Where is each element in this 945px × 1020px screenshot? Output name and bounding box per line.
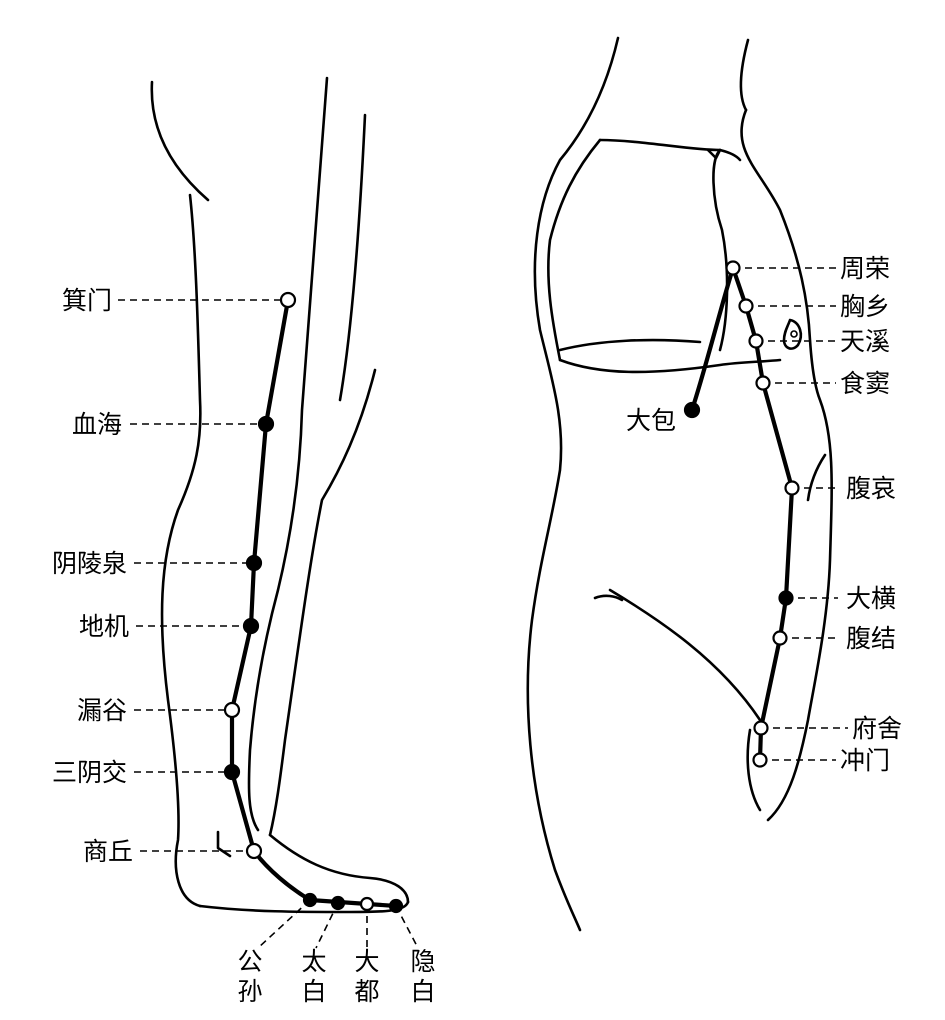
foot-top-outline bbox=[268, 833, 410, 904]
fujie-label: 腹结 bbox=[846, 624, 896, 653]
thigh-front-line bbox=[338, 113, 367, 402]
chongmen-point[interactable] bbox=[752, 752, 768, 768]
chest-front-outline bbox=[740, 108, 833, 822]
dabao-point[interactable] bbox=[683, 401, 701, 419]
leg-leaders bbox=[118, 299, 419, 949]
flank-crease bbox=[593, 594, 624, 602]
jimen-point[interactable] bbox=[279, 291, 297, 309]
xuehai-label: 血海 bbox=[72, 410, 122, 439]
gongsun-label-1: 公 bbox=[237, 947, 262, 976]
tianxi-label: 天溪 bbox=[840, 327, 890, 356]
fushe-point[interactable] bbox=[753, 720, 769, 736]
gongsun-point[interactable] bbox=[302, 892, 318, 908]
diji-label: 地机 bbox=[79, 612, 129, 641]
leg-back-outline bbox=[160, 193, 202, 908]
torso-meridian-line bbox=[689, 265, 795, 763]
yinbai-point[interactable] bbox=[388, 898, 404, 914]
daheng-point[interactable] bbox=[778, 590, 794, 606]
diji-point[interactable] bbox=[242, 617, 260, 635]
daheng-label: 大横 bbox=[846, 584, 896, 613]
zhourong-label: 周荣 bbox=[840, 254, 890, 283]
xuehai-point[interactable] bbox=[257, 415, 275, 433]
shangqiu-point[interactable] bbox=[245, 842, 263, 860]
xiongxiang-point[interactable] bbox=[738, 298, 754, 314]
yinlingquan-label: 阴陵泉 bbox=[52, 549, 127, 578]
leg-labels: 箕门 血海 阴陵泉 地机 漏谷 三阴交 商丘 公 孙 太 白 大 都 隐 白 bbox=[52, 286, 436, 1006]
armpit-line bbox=[558, 338, 702, 352]
taibai-point[interactable] bbox=[330, 895, 346, 911]
chongmen-label: 冲门 bbox=[840, 746, 890, 775]
yinlingquan-point[interactable] bbox=[245, 554, 263, 572]
arm-cut-outline bbox=[558, 358, 782, 374]
yinbai-label-1: 隐 bbox=[410, 947, 435, 976]
fuai-label: 腹哀 bbox=[846, 474, 896, 503]
leg-shin-outline bbox=[268, 368, 377, 837]
leg-meridian-line bbox=[229, 297, 399, 909]
shidou-point[interactable] bbox=[755, 375, 771, 391]
dadu-point[interactable] bbox=[359, 896, 375, 912]
leg-front-outline bbox=[247, 76, 329, 832]
gongsun-label-2: 孙 bbox=[237, 977, 262, 1006]
dabao-label: 大包 bbox=[626, 406, 676, 435]
shangqiu-label: 商丘 bbox=[83, 837, 133, 866]
torso-labels: 周荣 胸乡 天溪 食窦 大包 腹哀 大横 腹结 府舍 冲门 bbox=[626, 254, 902, 775]
shidou-label: 食窦 bbox=[840, 369, 890, 398]
torso-leaders bbox=[733, 267, 848, 761]
fushe-label: 府舍 bbox=[852, 714, 902, 743]
dadu-label-1: 大 bbox=[354, 947, 379, 976]
torso-figure bbox=[526, 36, 833, 932]
arm-front-outline bbox=[712, 148, 729, 352]
tianxi-point[interactable] bbox=[748, 333, 764, 349]
shoulder-top-outline bbox=[598, 138, 742, 162]
nipple-dot bbox=[790, 330, 798, 338]
abdomen-crease bbox=[806, 453, 827, 502]
jimen-label: 箕门 bbox=[62, 286, 112, 315]
hip-line bbox=[608, 588, 762, 722]
yinbai-label-2: 白 bbox=[410, 977, 435, 1006]
taibai-label-1: 太 bbox=[301, 947, 326, 976]
sanyinjiao-point[interactable] bbox=[223, 763, 241, 781]
leg-points bbox=[223, 291, 404, 914]
back-outline bbox=[526, 36, 620, 932]
lougu-point[interactable] bbox=[223, 701, 241, 719]
heel-mark bbox=[216, 830, 232, 858]
fuai-point[interactable] bbox=[784, 480, 800, 496]
nipple-mark bbox=[782, 318, 803, 350]
groin-line bbox=[746, 728, 762, 812]
neck-front-outline bbox=[739, 38, 750, 112]
arm-back-outline bbox=[547, 138, 602, 362]
xiongxiang-label: 胸乡 bbox=[840, 292, 890, 321]
torso-points bbox=[683, 260, 800, 768]
taibai-label-2: 白 bbox=[301, 977, 326, 1006]
leg-figure bbox=[150, 76, 410, 914]
lougu-label: 漏谷 bbox=[77, 696, 127, 725]
collarbone-mark bbox=[706, 148, 722, 160]
sanyinjiao-label: 三阴交 bbox=[52, 758, 127, 787]
dadu-label-2: 都 bbox=[354, 977, 379, 1006]
leg-buttock-outline bbox=[150, 80, 210, 202]
fujie-point[interactable] bbox=[772, 630, 788, 646]
zhourong-point[interactable] bbox=[725, 260, 741, 276]
